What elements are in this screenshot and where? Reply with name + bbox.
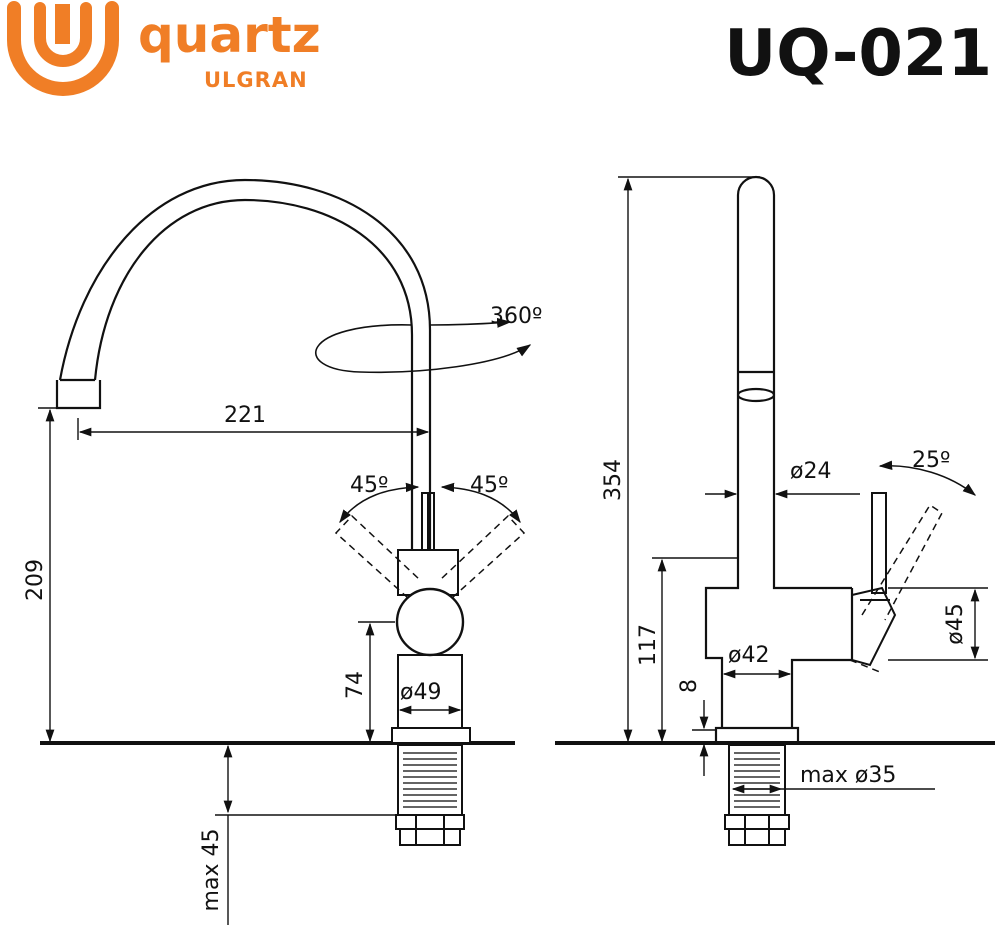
dim-body-height bbox=[358, 621, 395, 743]
model-number: UQ-021 bbox=[724, 17, 992, 91]
dim-lever-hub-diameter bbox=[888, 587, 988, 661]
spout-diameter-label: ø24 bbox=[790, 459, 831, 484]
total-height-label: 354 bbox=[601, 459, 626, 501]
body-diameter-label: ø49 bbox=[400, 680, 441, 705]
spout-side bbox=[736, 175, 776, 558]
lever-positions-dashed bbox=[334, 514, 526, 599]
body-height-label: 74 bbox=[343, 671, 368, 699]
brand-name: quartz bbox=[138, 6, 321, 64]
dim-body-diameter bbox=[397, 700, 463, 718]
max-hole-diameter-label: max ø35 bbox=[800, 763, 896, 788]
dim-spout-height bbox=[38, 407, 60, 743]
spout-height-label: 209 bbox=[23, 559, 48, 601]
body-side bbox=[704, 558, 854, 745]
lever-hub-diameter-label: ø45 bbox=[943, 603, 968, 644]
dim-total-height bbox=[618, 176, 760, 743]
spout-front bbox=[55, 178, 432, 568]
brand-logo: quartz ULGRAN bbox=[6, 0, 321, 96]
lever-right-angle-label: 45º bbox=[470, 473, 508, 498]
max-mount-thickness-label: max 45 bbox=[199, 829, 224, 912]
spout-reach-label: 221 bbox=[224, 403, 266, 428]
dim-max-mount-thickness bbox=[215, 744, 395, 925]
mounting-shank-left bbox=[395, 744, 465, 846]
rotation-indicator bbox=[315, 317, 532, 374]
lever-left-angle-label: 45º bbox=[350, 473, 388, 498]
dim-base-height bbox=[652, 557, 738, 743]
lever-handle-front bbox=[391, 492, 471, 744]
brand-subtitle: ULGRAN bbox=[204, 68, 308, 92]
base-height-label: 117 bbox=[636, 624, 661, 666]
rotation-label: 360º bbox=[490, 304, 542, 329]
lever-angle-arcs bbox=[339, 482, 521, 524]
lever-side-angle-arc bbox=[878, 460, 977, 496]
lever-side-angle-label: 25º bbox=[912, 448, 950, 473]
dim-flange-height bbox=[692, 700, 716, 776]
dim-spout-reach bbox=[77, 418, 431, 440]
ulgran-u-logo-icon bbox=[6, 0, 119, 96]
base-diameter-label: ø42 bbox=[728, 643, 769, 668]
lever-side-dashed bbox=[849, 503, 943, 673]
lever-handle-side bbox=[851, 492, 897, 667]
mounting-shank-right bbox=[724, 744, 790, 846]
flange-height-label: 8 bbox=[677, 679, 702, 693]
